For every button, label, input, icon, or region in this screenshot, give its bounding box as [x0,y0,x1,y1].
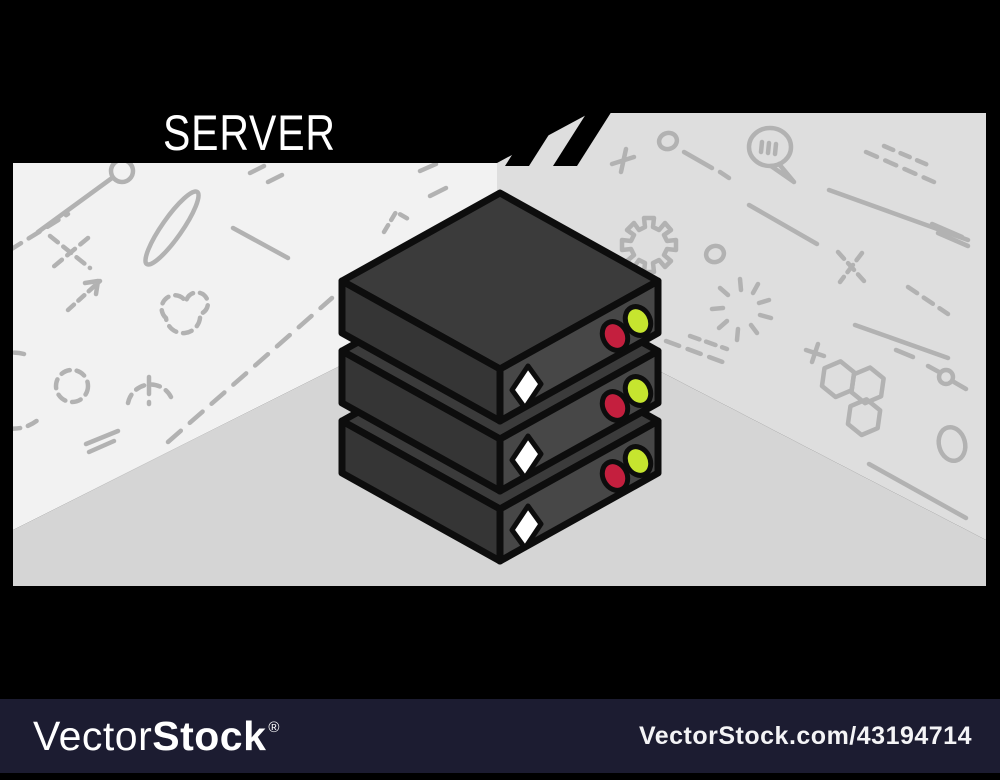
led-green [622,304,654,338]
gear-icon [619,215,679,275]
label-square [509,433,544,481]
arrow-icon [65,278,103,313]
arch-icon [125,382,174,406]
led-green [622,444,654,478]
led-green [622,374,654,408]
watermark-url: VectorStock.com/43194714 [638,721,972,750]
ring-icon [936,424,968,464]
left-wall-doodles [13,163,455,455]
brand-light: Vector [33,712,153,759]
starburst-icon [709,276,774,343]
brand-logo: VectorStock® [33,713,280,760]
right-wall-doodles [609,125,971,521]
server-unit-top [338,189,662,425]
page-title: SERVER [163,105,336,161]
stripe [505,92,576,166]
server-stack [338,189,662,565]
led-red [599,319,631,353]
left-wall [13,163,497,530]
plus-icon [609,146,637,175]
speech-bubble-icon [746,125,797,185]
brand-bold: Stock [152,712,267,759]
ring-icon [703,243,727,265]
hexagon-cluster-icon [819,359,886,438]
registered-mark: ® [268,718,280,736]
label-square [509,363,544,411]
ring-icon [656,130,680,152]
ring-icon [108,163,136,185]
watermark-bar: VectorStock® VectorStock.com/43194714 [0,699,1000,773]
small-circle-icon [936,367,956,387]
dashed-circle-icon [53,367,91,405]
led-red [599,459,631,493]
corner-stripes [505,92,624,166]
led-red [599,389,631,423]
plus-icon [803,341,827,365]
cross-icon [47,233,93,271]
cloud-icon [159,290,211,336]
cross-icon [835,249,867,285]
label-square [509,503,544,551]
stripe [553,92,624,166]
leaf-ellipse-icon [143,189,201,267]
